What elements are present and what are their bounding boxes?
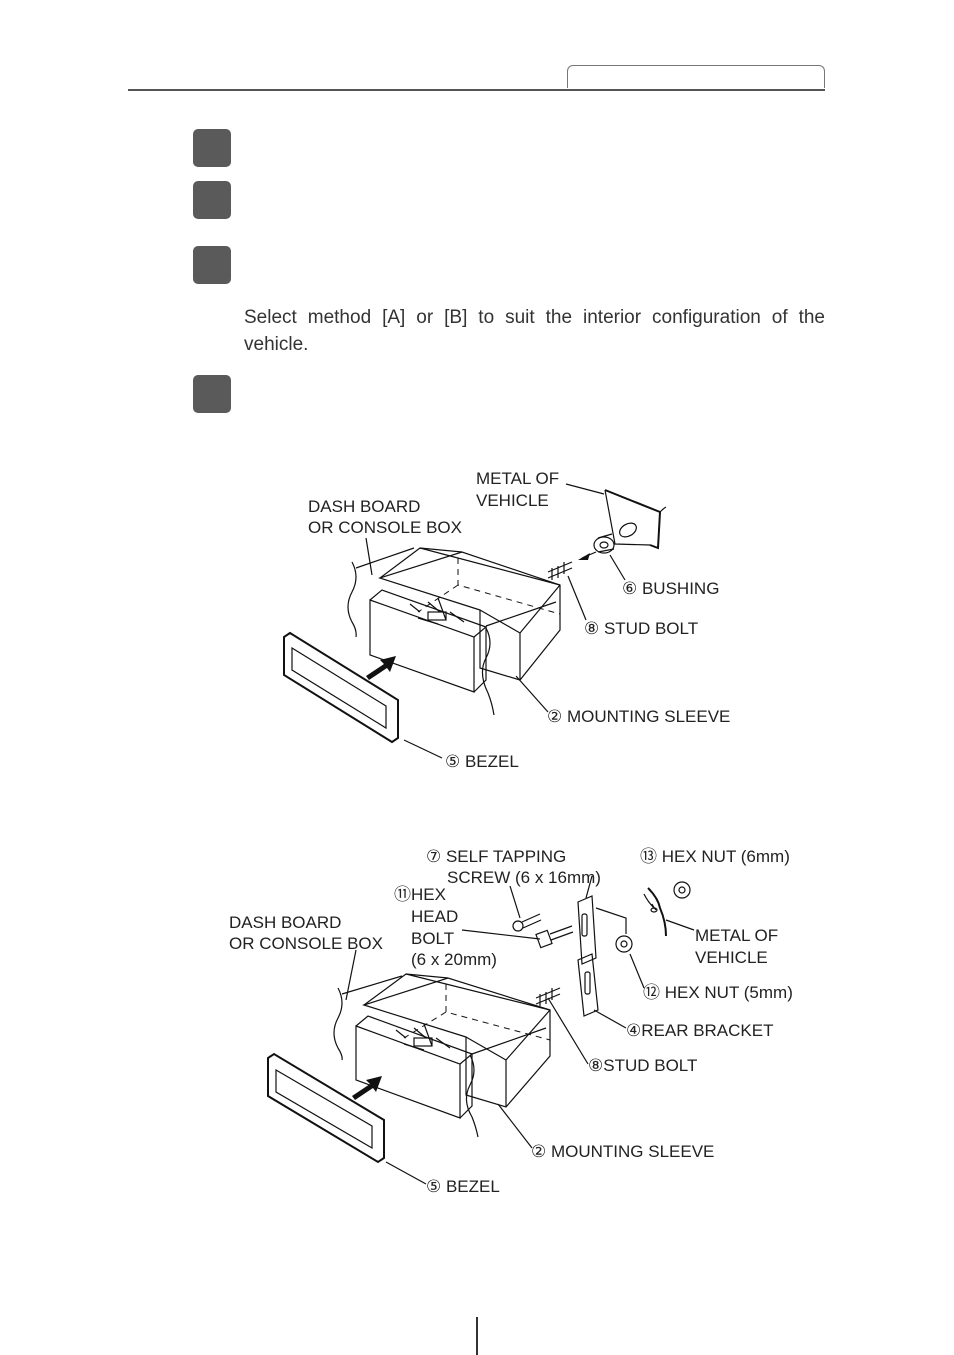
insert-arrow [366,656,396,680]
self-tapping-screw-drawing [512,913,542,932]
bezel-drawing-b [267,1052,385,1164]
label-stud-bolt-b: ⑧STUD BOLT [588,1056,697,1075]
label-hex-head-bolt-4: (6 x 20mm) [411,950,497,969]
hex-nut-5mm-drawing [615,935,633,953]
label-hex-head-bolt-3: BOLT [411,929,454,948]
label-hex-head-bolt-2: HEAD [411,907,458,926]
step-marker-1 [193,129,231,167]
label-self-tapping-screw-1: ⑦ SELF TAPPING [426,847,566,866]
label-mounting-sleeve-b: ② MOUNTING SLEEVE [531,1142,714,1161]
label-hex-nut-5mm: ⑫ HEX NUT (5mm) [643,983,793,1002]
label-dash-board-b2: OR CONSOLE BOX [229,934,383,953]
bushing-drawing [593,533,615,554]
label-bushing: ⑥ BUSHING [622,579,719,598]
stud-bolt-drawing-b [535,987,561,1006]
label-bezel-b: ⑤ BEZEL [426,1177,500,1196]
page-number-divider [476,1317,478,1355]
step-marker-3 [193,246,231,284]
label-rear-bracket: ④REAR BRACKET [626,1021,774,1040]
mounting-sleeve-drawing [378,547,561,681]
label-dash-board-a1: DASH BOARD [308,497,420,516]
bushing-arrow-head [578,553,590,560]
mounting-sleeve-drawing-b [362,973,551,1108]
insert-arrow-b [352,1076,382,1100]
label-mounting-sleeve-a: ② MOUNTING SLEEVE [547,707,730,726]
label-dash-board-a2: OR CONSOLE BOX [308,518,462,537]
step-marker-4 [193,375,231,413]
diagram-a: METAL OF VEHICLE DASH BOARD OR CONSOLE B… [283,469,730,771]
vehicle-metal-drawing [604,489,667,550]
label-metal-of-vehicle-b2: VEHICLE [695,948,768,967]
rear-bracket-drawing [577,895,627,1017]
diagram-b: ⑦ SELF TAPPING SCREW (6 x 16mm) ⑬ HEX NU… [229,847,793,1196]
radio-unit-drawing [369,589,488,693]
hex-head-bolt-drawing [535,925,574,949]
label-hex-head-bolt-1: ⑪HEX [394,885,446,904]
label-dash-board-b1: DASH BOARD [229,913,341,932]
vehicle-metal-drawing-b [643,887,667,937]
header-rule [128,89,825,91]
section-tab [567,65,825,88]
stud-bolt-drawing [547,561,573,580]
label-metal-of-vehicle-a2: VEHICLE [476,491,549,510]
instruction-paragraph: Select method [A] or [B] to suit the int… [244,307,825,355]
bezel-drawing [283,631,399,744]
label-bezel-a: ⑤ BEZEL [445,752,519,771]
label-hex-nut-6mm: ⑬ HEX NUT (6mm) [640,847,790,866]
radio-unit-drawing-b [355,1015,474,1119]
label-stud-bolt-a: ⑧ STUD BOLT [584,619,698,638]
step-marker-2 [193,181,231,219]
label-metal-of-vehicle-a1: METAL OF [476,469,559,488]
hex-nut-6mm-drawing [673,881,691,899]
label-metal-of-vehicle-b1: METAL OF [695,926,778,945]
label-self-tapping-screw-2: SCREW (6 x 16mm) [447,868,601,887]
